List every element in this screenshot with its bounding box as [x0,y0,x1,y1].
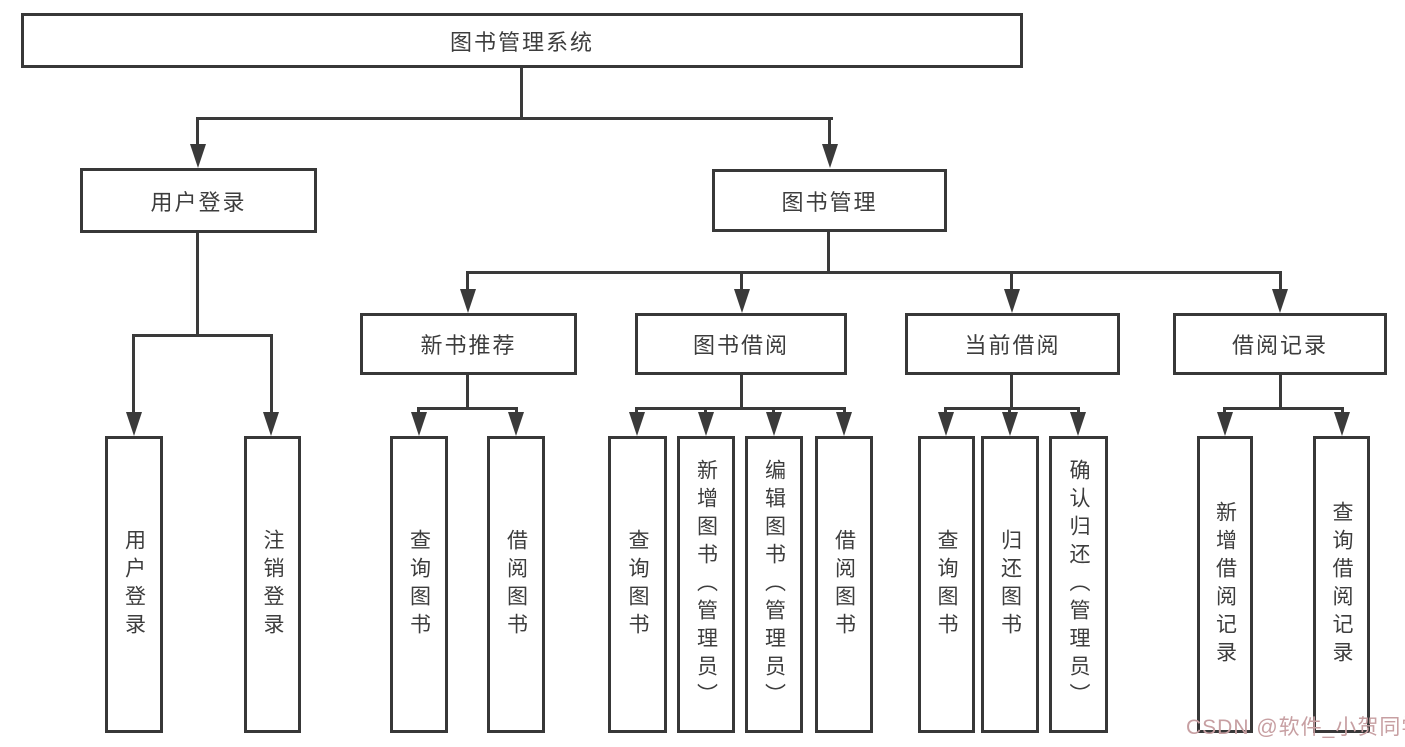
connector-split-level2 [196,117,833,120]
arrow-down-icon [126,412,142,436]
connector-drop-leaf [704,407,707,414]
connector-drop-leaf [1223,407,1226,414]
arrow-down-icon [1334,412,1350,436]
node-book-management: 图书管理 [712,169,947,232]
connector-split-level3 [466,271,1282,274]
connector-drop-borrow-records [1279,271,1282,291]
connector-root-stem [520,68,523,118]
csdn-watermark: CSDN @软件_小贺同学 [1186,716,1405,739]
node-user-login: 用户登录 [80,168,317,233]
connector-split-user-login [132,334,273,337]
connector-drop-new-books [466,271,469,291]
connector-drop-leaf [772,407,775,414]
arrow-down-icon [508,412,524,436]
leaf-query-borrow-record: 查询借阅记录 [1313,436,1370,733]
connector-drop-current-borrow [1010,271,1013,291]
connector-drop-leaf [1008,407,1011,414]
connector-current-borrow-stem [1010,375,1013,408]
arrow-down-icon [836,412,852,436]
arrow-down-icon [629,412,645,436]
arrow-down-icon [698,412,714,436]
leaf-edit-books-admin: 编辑图书（管理员） [745,436,803,733]
connector-book-management-stem [827,232,830,272]
arrow-down-icon [190,144,206,168]
connector-drop-leaf [944,407,947,414]
arrow-down-icon [1070,412,1086,436]
connector-drop-leaf [843,407,846,414]
arrow-down-icon [460,289,476,313]
leaf-query-books-1: 查询图书 [390,436,448,733]
leaf-add-borrow-record: 新增借阅记录 [1197,436,1253,733]
arrow-down-icon [1217,412,1233,436]
arrow-down-icon [263,412,279,436]
connector-split-new-books [417,407,518,410]
connector-drop-leaf [515,407,518,414]
connector-split-current-borrow [944,407,1080,410]
leaf-return-books: 归还图书 [981,436,1039,733]
arrow-down-icon [411,412,427,436]
arrow-down-icon [734,289,750,313]
node-new-books: 新书推荐 [360,313,577,375]
connector-drop-leaf [417,407,420,414]
connector-drop-leaf [132,334,135,414]
connector-split-borrow-records [1223,407,1344,410]
leaf-logout: 注销登录 [244,436,301,733]
connector-drop-user-login [196,117,199,146]
connector-new-books-stem [466,375,469,408]
node-borrow-records: 借阅记录 [1173,313,1387,375]
connector-split-book-borrow [635,407,846,410]
connector-book-borrow-stem [740,375,743,408]
connector-borrow-records-stem [1279,375,1282,408]
leaf-borrow-books-1: 借阅图书 [487,436,545,733]
connector-user-login-stem [196,233,199,335]
leaf-query-books-2: 查询图书 [608,436,667,733]
connector-drop-book-management [828,117,831,146]
leaf-query-books-3: 查询图书 [918,436,975,733]
connector-drop-book-borrow [740,271,743,291]
connector-drop-leaf [1077,407,1080,414]
arrow-down-icon [938,412,954,436]
node-library-management-system: 图书管理系统 [21,13,1023,68]
leaf-borrow-books-2: 借阅图书 [815,436,873,733]
leaf-user-login: 用户登录 [105,436,163,733]
arrow-down-icon [1272,289,1288,313]
arrow-down-icon [822,144,838,168]
connector-drop-leaf [635,407,638,414]
node-current-borrow: 当前借阅 [905,313,1120,375]
connector-drop-leaf [1341,407,1344,414]
arrow-down-icon [1004,289,1020,313]
leaf-confirm-return-admin: 确认归还（管理员） [1049,436,1108,733]
arrow-down-icon [1002,412,1018,436]
arrow-down-icon [766,412,782,436]
connector-drop-leaf [270,334,273,414]
node-book-borrow: 图书借阅 [635,313,847,375]
leaf-add-books-admin: 新增图书（管理员） [677,436,735,733]
